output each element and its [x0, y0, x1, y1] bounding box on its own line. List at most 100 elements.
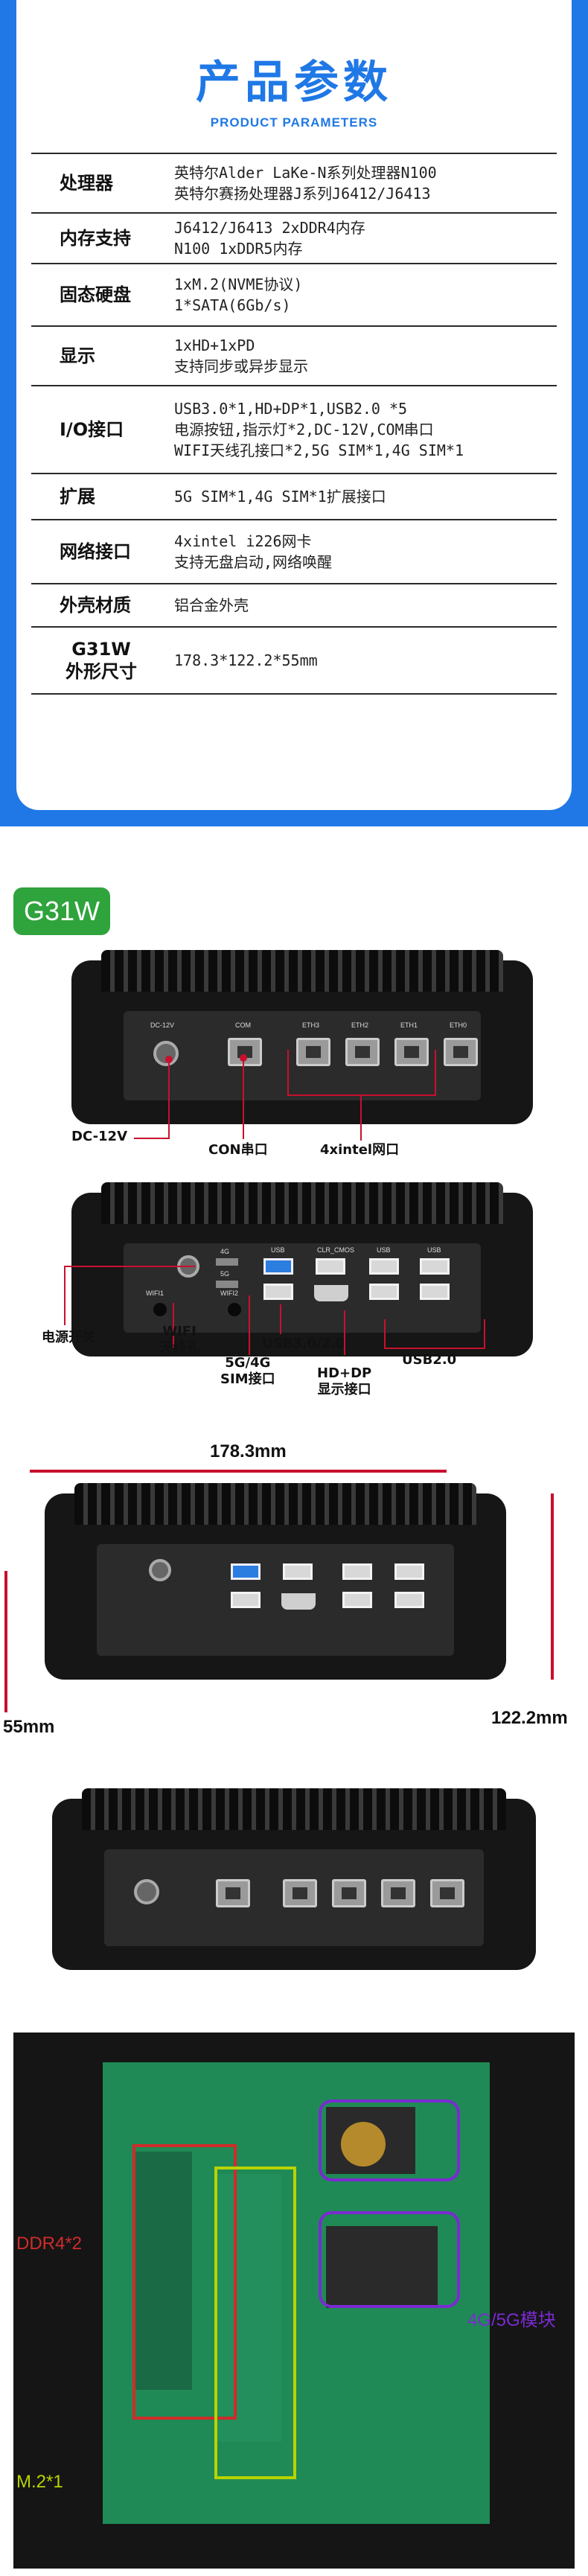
param-value-line: 支持同步或异步显示	[174, 357, 308, 375]
eth0-port	[444, 1038, 478, 1066]
param-value-line: 英特尔赛扬处理器J系列J6412/J6413	[174, 185, 431, 203]
param-value-line: 1*SATA(6Gb/s)	[174, 296, 291, 314]
wifi2-hole	[228, 1303, 241, 1316]
usb2-port-d	[420, 1258, 450, 1275]
callout-line-lan-h	[287, 1094, 436, 1096]
m2-label: M.2*1	[16, 2472, 63, 2492]
silk-eth1: ETH1	[400, 1021, 418, 1029]
module-chip	[326, 2226, 438, 2308]
param-value-line: 4xintel i226网卡	[174, 532, 312, 550]
callout-wifi-label: WIFI 天线孔	[159, 1324, 199, 1356]
eth2-port	[332, 1879, 366, 1907]
heat-fins	[101, 950, 503, 992]
angle-device-image	[52, 1788, 536, 1970]
silk-com: COM	[235, 1021, 251, 1029]
eth3-port	[283, 1879, 317, 1907]
hdmi-port	[314, 1285, 348, 1301]
param-value: 178.3*122.2*55mm	[171, 650, 557, 671]
param-value-line: 5G SIM*1,4G SIM*1扩展接口	[174, 488, 386, 506]
m2-slot	[214, 2174, 281, 2442]
sim-slot-5g	[216, 1281, 238, 1288]
callout-line-sim	[249, 1295, 250, 1355]
usb2-port	[231, 1592, 261, 1608]
callout-lan-label: 4xintel网口	[320, 1142, 400, 1158]
heat-fins	[74, 1483, 476, 1525]
param-label: 网络接口	[60, 541, 131, 562]
param-row: 外壳材质铝合金外壳	[31, 584, 557, 628]
param-label: G31W 外形尺寸	[65, 639, 137, 682]
param-label: 内存支持	[60, 228, 131, 249]
param-value-line: WIFI天线孔接口*2,5G SIM*1,4G SIM*1	[174, 441, 464, 459]
silk-eth3: ETH3	[302, 1021, 320, 1029]
callout-line-usb2-h	[384, 1348, 485, 1349]
silk-eth2: ETH2	[351, 1021, 369, 1029]
com-port	[216, 1879, 250, 1907]
param-label: 固态硬盘	[60, 284, 131, 305]
param-row: G31W 外形尺寸 178.3*122.2*55mm	[31, 628, 557, 695]
param-value-line: N100 1xDDR5内存	[174, 240, 303, 258]
silk-5g: 5G	[220, 1270, 230, 1278]
param-value-line: 电源按钮,指示灯*2,DC-12V,COM串口	[174, 421, 434, 439]
param-value: 5G SIM*1,4G SIM*1扩展接口	[171, 486, 557, 507]
callout-line-wifi	[173, 1303, 174, 1348]
ddr-highlight	[132, 2144, 237, 2420]
param-value-line: USB3.0*1,HD+DP*1,USB2.0 *5	[174, 400, 408, 418]
callout-line-dc	[168, 1059, 170, 1139]
callout-line-hddp	[344, 1310, 345, 1355]
hdmi-port	[281, 1593, 316, 1610]
silk-usb-3: USB	[427, 1246, 441, 1254]
callout-usb3-label: USB3.0/2.0	[262, 1336, 345, 1351]
usb3-port	[231, 1563, 261, 1580]
callout-line-com	[243, 1059, 244, 1139]
callout-line-power-v	[64, 1266, 65, 1325]
silk-dc: DC-12V	[150, 1021, 175, 1029]
param-value-line: 支持无盘启动,网络唤醒	[174, 553, 333, 571]
param-value-line: 英特尔Alder LaKe-N系列处理器N100	[174, 164, 437, 182]
parameters-header: 产品参数 PRODUCT PARAMETERS	[16, 0, 572, 153]
heat-fins	[82, 1788, 506, 1830]
wifi1-hole	[153, 1303, 167, 1316]
depth-label: 122.2mm	[491, 1708, 568, 1728]
param-value: 1xHD+1xPD 支持同步或异步显示	[171, 335, 557, 377]
parameters-card: 产品参数 PRODUCT PARAMETERS 处理器 英特尔Alder LaKe…	[16, 0, 572, 810]
usb2-port	[342, 1563, 372, 1580]
usb2-port-c	[369, 1284, 399, 1300]
dc-jack-port	[134, 1879, 159, 1904]
heat-fins	[101, 1182, 503, 1224]
callout-line-lan-r	[435, 1050, 436, 1096]
callout-power-label: 电源开关	[42, 1330, 95, 1345]
motherboard-view: DDR4*2 M.2*1 4G/5G模块	[13, 2033, 575, 2569]
usb2-port-a	[263, 1284, 293, 1300]
eth1-port	[381, 1879, 415, 1907]
param-value: 4xintel i226网卡支持无盘启动,网络唤醒	[171, 531, 557, 573]
param-value-line: 1xM.2(NVME协议)	[174, 275, 303, 293]
com-port	[228, 1038, 262, 1066]
angle-faceplate	[104, 1849, 484, 1946]
callout-line-lan-v	[360, 1094, 362, 1141]
callout-dot-com	[240, 1054, 247, 1062]
eth3-port	[296, 1038, 330, 1066]
usb2-port	[394, 1592, 424, 1608]
usb2-port-e	[420, 1284, 450, 1300]
eth2-port	[345, 1038, 380, 1066]
rear-faceplate: WIFI1 WIFI2 4G 5G USB CLR_CMOS USB USB	[124, 1243, 481, 1333]
callout-dc-label: DC-12V	[71, 1129, 128, 1144]
callout-usb2-label: USB2.0	[402, 1352, 457, 1368]
param-row: 网络接口 4xintel i226网卡支持无盘启动,网络唤醒	[31, 520, 557, 584]
silk-clr-cmos: CLR_CMOS	[317, 1246, 355, 1254]
dp-port	[283, 1563, 313, 1580]
silk-4g: 4G	[220, 1248, 230, 1255]
parameters-title: 产品参数	[196, 57, 392, 109]
param-label: 处理器	[60, 173, 113, 194]
silk-usb-2: USB	[377, 1246, 391, 1254]
motherboard-image	[103, 2062, 490, 2524]
param-value-line: 1xHD+1xPD	[174, 337, 255, 354]
dp-port	[316, 1258, 345, 1275]
usb2-port	[342, 1592, 372, 1608]
parameters-subtitle: PRODUCT PARAMETERS	[210, 115, 378, 130]
product-parameters-panel: 产品参数 PRODUCT PARAMETERS 处理器 英特尔Alder LaKe…	[0, 0, 588, 826]
cmos-battery	[341, 2122, 386, 2167]
